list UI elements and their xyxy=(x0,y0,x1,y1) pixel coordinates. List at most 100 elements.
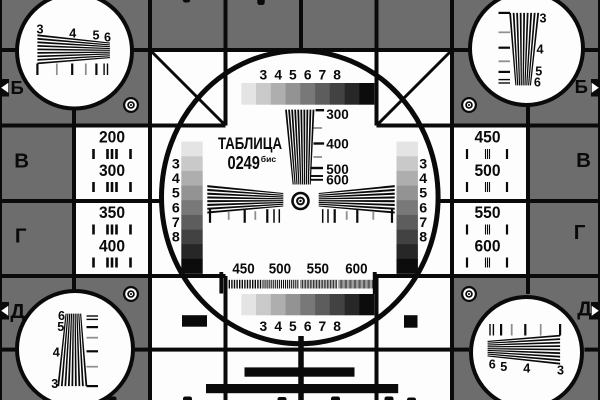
side-cell-tick xyxy=(505,257,509,268)
left-wedge-tick xyxy=(208,209,212,223)
center-wedge-line xyxy=(305,109,309,185)
grating-line-s4 xyxy=(361,279,363,289)
grayscale-top-step-1 xyxy=(241,83,257,105)
row-letter-left-Б: Б xyxy=(11,77,24,98)
grid-h-276-a xyxy=(0,274,226,278)
grating-line-s2 xyxy=(280,279,282,289)
bottom-scale-label: 5 xyxy=(289,319,297,334)
side-cell-tick xyxy=(505,224,509,235)
left-wedge-line xyxy=(207,196,284,200)
corner-wedge-tick xyxy=(86,315,98,317)
side-cell-tick xyxy=(110,182,114,192)
corner-wedge-line xyxy=(487,355,561,365)
side-cell-tick xyxy=(488,224,491,235)
top-scale-label: 5 xyxy=(289,68,297,83)
corner-circle-label: 5 xyxy=(92,29,99,43)
corner-wedge-tick xyxy=(498,11,510,14)
row-letter-right-Б: Б xyxy=(575,76,588,97)
grating-line-s4 xyxy=(359,279,360,289)
grating-line-s1 xyxy=(249,279,251,289)
corner-wedge-tick xyxy=(498,60,510,63)
side-cell-number: 550 xyxy=(475,203,501,222)
grayscale-bottom-step-3 xyxy=(270,294,286,316)
corner-wedge-tick xyxy=(539,324,542,336)
side-cell-tick xyxy=(92,182,95,192)
corner-wedge-line xyxy=(37,44,110,50)
left-column-label: 5 xyxy=(172,186,180,202)
grating-line-s1 xyxy=(257,279,259,289)
corner-circle-label: 3 xyxy=(539,12,546,26)
corner-wedge-line xyxy=(37,53,110,58)
side-cell-tick xyxy=(484,149,487,159)
bottom-edge-digit-fragment xyxy=(384,396,394,400)
right-wedge-tick xyxy=(390,209,394,223)
resolution-label-300: 300 xyxy=(326,107,349,122)
grayscale-top-step-6 xyxy=(315,83,331,105)
grating-line-s2 xyxy=(274,279,276,289)
side-cell-tick xyxy=(110,224,114,235)
grating-line-s2 xyxy=(272,279,274,289)
center-wedge-tick xyxy=(310,166,323,170)
grating-line-s4 xyxy=(347,279,349,289)
side-cell-tick xyxy=(106,182,109,192)
side-cell-tick xyxy=(115,149,118,159)
right-column-label: 4 xyxy=(419,171,427,187)
grating-line-s3 xyxy=(305,279,307,289)
side-cell-tick xyxy=(484,224,487,235)
corner-wedge-line xyxy=(74,313,77,387)
side-cell-number: 200 xyxy=(99,128,125,147)
center-wedge-line xyxy=(297,109,302,185)
frequency-label-500: 500 xyxy=(269,261,291,278)
right-column-step-9 xyxy=(396,258,418,274)
grating-line-s3 xyxy=(309,279,311,289)
grating-line-s2 xyxy=(278,279,280,289)
grating-line-s4 xyxy=(348,279,350,289)
grating-line-s4 xyxy=(352,279,354,289)
bottom-edge-digit-fragment xyxy=(277,397,287,400)
grid-h-349-a xyxy=(0,347,18,352)
corner-circle-content-br xyxy=(487,324,562,365)
bullseye-top-right-ring4 xyxy=(467,103,471,107)
corner-wedge-line xyxy=(37,48,110,51)
corner-wedge-line xyxy=(487,353,561,362)
grating-line-s2 xyxy=(282,279,285,289)
grating-line-s4 xyxy=(351,279,353,289)
left-wedge-tick xyxy=(227,211,230,220)
grating-line-s4 xyxy=(365,279,367,289)
side-cell-tick xyxy=(115,224,118,235)
right-column-step-4 xyxy=(396,185,418,201)
grid-h-50-a xyxy=(0,48,18,52)
row-letter-right-Г: Г xyxy=(574,221,586,244)
grating-line-s4 xyxy=(371,279,373,289)
center-wedge-tick xyxy=(313,127,322,129)
grating-line-s4 xyxy=(356,279,358,289)
grating-line-s3 xyxy=(331,279,333,289)
corner-wedge-line xyxy=(487,348,561,351)
side-cell-tick xyxy=(486,257,489,268)
corner-wedge-tick xyxy=(71,63,74,75)
grid-h-125-a xyxy=(0,123,226,128)
grating-line-s3 xyxy=(311,279,313,289)
grating-line-s3 xyxy=(316,279,317,289)
grating-line-s4 xyxy=(350,279,351,289)
corner-circle-label: 5 xyxy=(535,64,542,78)
side-cell-tick xyxy=(486,149,489,159)
side-cell-number: 350 xyxy=(99,203,125,222)
left-wedge-line xyxy=(207,200,284,203)
right-wedge-line xyxy=(318,201,395,207)
corner-wedge-tick xyxy=(559,324,562,336)
grid-h-50-b xyxy=(131,48,470,52)
top-scale-label: 8 xyxy=(333,68,341,83)
grating-line-s3 xyxy=(333,279,334,289)
grid-v-301-bottom xyxy=(298,336,304,400)
grid-h-349-c xyxy=(584,347,600,352)
resolution-label-600: 600 xyxy=(326,173,349,188)
corner-wedge-tick xyxy=(106,63,109,75)
grating-line-s3 xyxy=(328,279,330,289)
side-cell-tick xyxy=(465,224,469,235)
top-scale-label: 6 xyxy=(304,68,312,83)
corner-wedge-line xyxy=(519,12,522,86)
corner-wedge-line xyxy=(37,41,110,48)
bullseye-top-left-ring4 xyxy=(129,103,133,107)
bottom-scale-label: 7 xyxy=(319,319,327,334)
